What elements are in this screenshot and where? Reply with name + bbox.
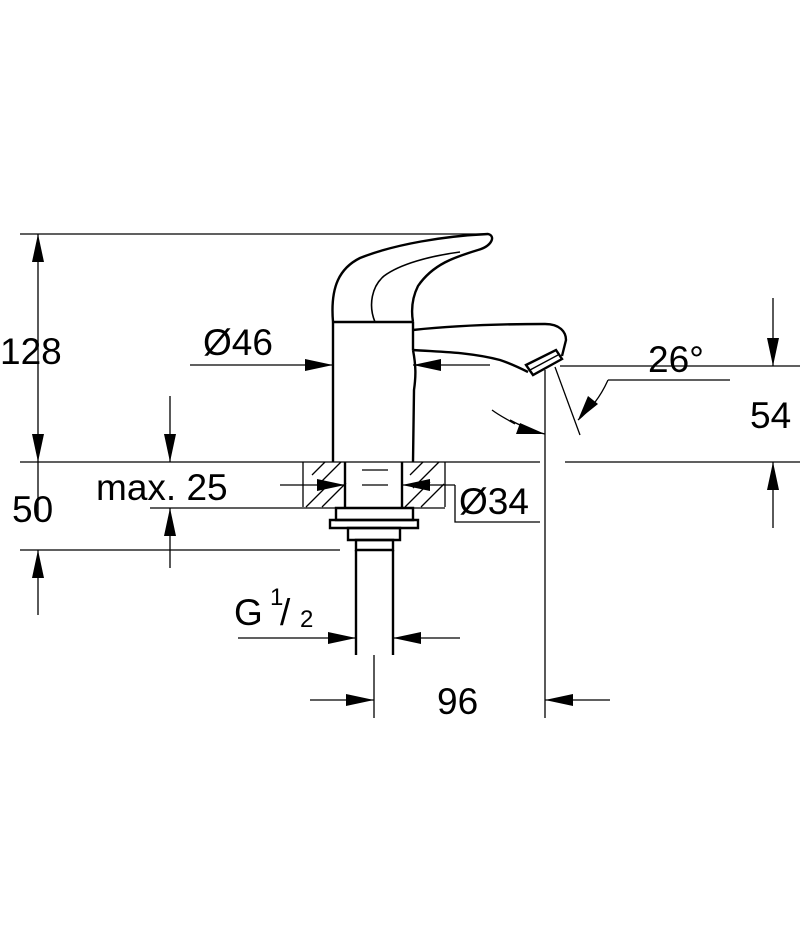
label-max-25: max. 25 <box>96 467 228 508</box>
label-96: 96 <box>437 681 478 722</box>
dimension-max-thickness: max. 25 <box>96 396 300 568</box>
label-shank-diameter: Ø34 <box>459 481 529 522</box>
dimension-shank-diameter: Ø34 <box>280 479 540 523</box>
label-thread-denominator: 2 <box>300 606 313 633</box>
label-128: 128 <box>0 331 62 372</box>
dimension-body-diameter: Ø46 <box>190 322 490 371</box>
label-thread-slash: / <box>280 592 291 633</box>
dimension-thread: G 1 / 2 <box>234 584 460 644</box>
label-54: 54 <box>750 395 791 436</box>
label-thread-g: G <box>234 592 263 633</box>
dimension-height-128: 128 <box>0 233 488 462</box>
dimension-projection-96: 96 <box>310 655 610 722</box>
label-body-diameter: Ø46 <box>203 322 273 363</box>
faucet-outline <box>331 232 568 463</box>
dimension-spout-height-54: 54 <box>560 298 800 528</box>
label-angle: 26° <box>648 339 704 380</box>
label-50: 50 <box>12 489 53 530</box>
dimension-shank-length-50: 50 <box>12 462 340 615</box>
label-thread-numerator: 1 <box>270 584 283 611</box>
dimension-angle-26: 26° <box>491 339 730 718</box>
